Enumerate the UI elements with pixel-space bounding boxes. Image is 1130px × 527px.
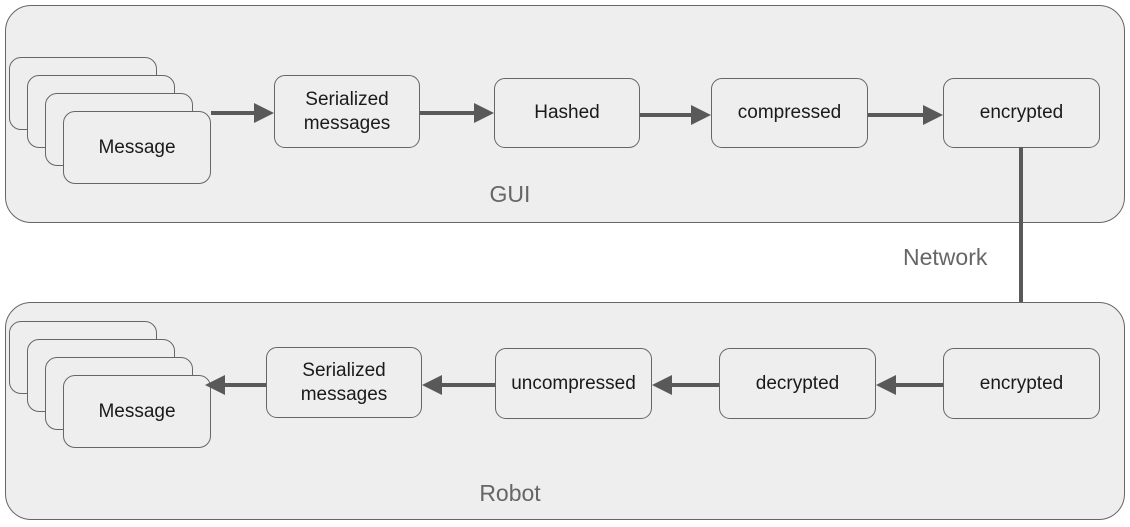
arrow-head-right-icon: [691, 105, 711, 125]
node-robot-serialized-messages[interactable]: Serialized messages: [266, 347, 422, 418]
node-robot-encrypted[interactable]: encrypted: [943, 348, 1100, 419]
gui-message-label: Message: [98, 136, 176, 158]
node-label: uncompressed: [511, 372, 636, 394]
group-label-robot: Robot: [479, 480, 541, 506]
node-label: Serialized messages: [303, 88, 391, 134]
node-label: decrypted: [755, 372, 840, 394]
connector-label-network: Network: [903, 244, 988, 270]
node-gui-serialized-messages[interactable]: Serialized messages: [274, 75, 420, 148]
node-label: encrypted: [979, 102, 1064, 123]
arrow-head-left-icon: [652, 375, 672, 395]
node-label: encrypted: [979, 372, 1064, 394]
node-label: Serialized messages: [300, 359, 388, 405]
arrow-head-left-icon: [422, 375, 442, 395]
group-label-gui: GUI: [489, 181, 531, 207]
arrow-head-right-icon: [923, 105, 943, 125]
arrow-head-right-icon: [474, 103, 494, 123]
node-robot-uncompressed[interactable]: uncompressed: [495, 348, 652, 419]
arrow-head-right-icon: [254, 103, 274, 123]
arrow-head-left-icon: [876, 375, 896, 395]
node-gui-hashed[interactable]: Hashed: [494, 78, 640, 148]
robot-message-label: Message: [98, 400, 176, 422]
node-label: Hashed: [534, 102, 600, 123]
robot-message-stack-card-top[interactable]: Message: [63, 375, 211, 448]
node-gui-compressed[interactable]: compressed: [711, 78, 868, 148]
connector-network-line: [1019, 147, 1023, 322]
node-label: compressed: [737, 102, 842, 123]
gui-message-stack-card-top[interactable]: Message: [63, 111, 211, 184]
node-gui-encrypted[interactable]: encrypted: [943, 78, 1100, 148]
node-robot-decrypted[interactable]: decrypted: [719, 348, 876, 419]
arrow-head-left-icon: [205, 375, 225, 395]
